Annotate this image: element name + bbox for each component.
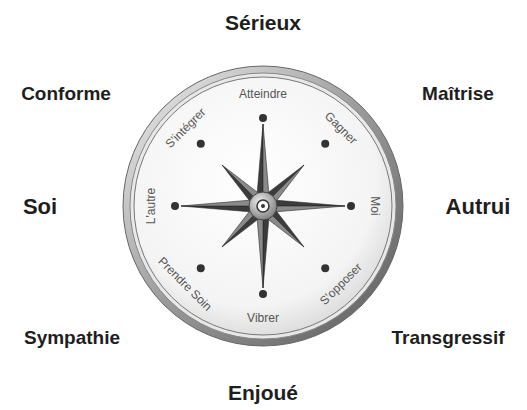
axis-label: Autrui <box>446 196 511 218</box>
dial-dot <box>171 202 179 210</box>
axis-label: Sérieux <box>225 12 301 33</box>
ring-label: Vibrer <box>247 312 279 324</box>
axis-label: Enjoué <box>228 382 298 403</box>
axis-label: Soi <box>23 196 57 218</box>
dial-dot <box>197 264 205 272</box>
dial-dot <box>197 140 205 148</box>
axis-label: Conforme <box>21 84 111 103</box>
dial-face <box>134 77 392 335</box>
compass-dial: AtteindreGagnerMoiS'opposerVibrerPrendre… <box>122 65 404 347</box>
dial-dot <box>347 202 355 210</box>
axis-label: Transgressif <box>392 328 505 347</box>
hub <box>249 192 277 220</box>
dial-dot <box>321 264 329 272</box>
dial-dot <box>259 290 267 298</box>
dial-dot <box>259 114 267 122</box>
axis-label: Maîtrise <box>422 84 494 103</box>
ring-label: Moi <box>369 196 381 215</box>
bezel-inner <box>130 73 396 339</box>
hub-pin <box>261 204 265 208</box>
dial-dot <box>321 140 329 148</box>
compass-illustration <box>122 65 404 347</box>
hub-center <box>257 200 269 212</box>
ring-label: Atteindre <box>239 88 287 100</box>
ring-label: L'autre <box>145 188 157 224</box>
axis-label: Sympathie <box>24 328 120 347</box>
bezel <box>123 66 403 346</box>
